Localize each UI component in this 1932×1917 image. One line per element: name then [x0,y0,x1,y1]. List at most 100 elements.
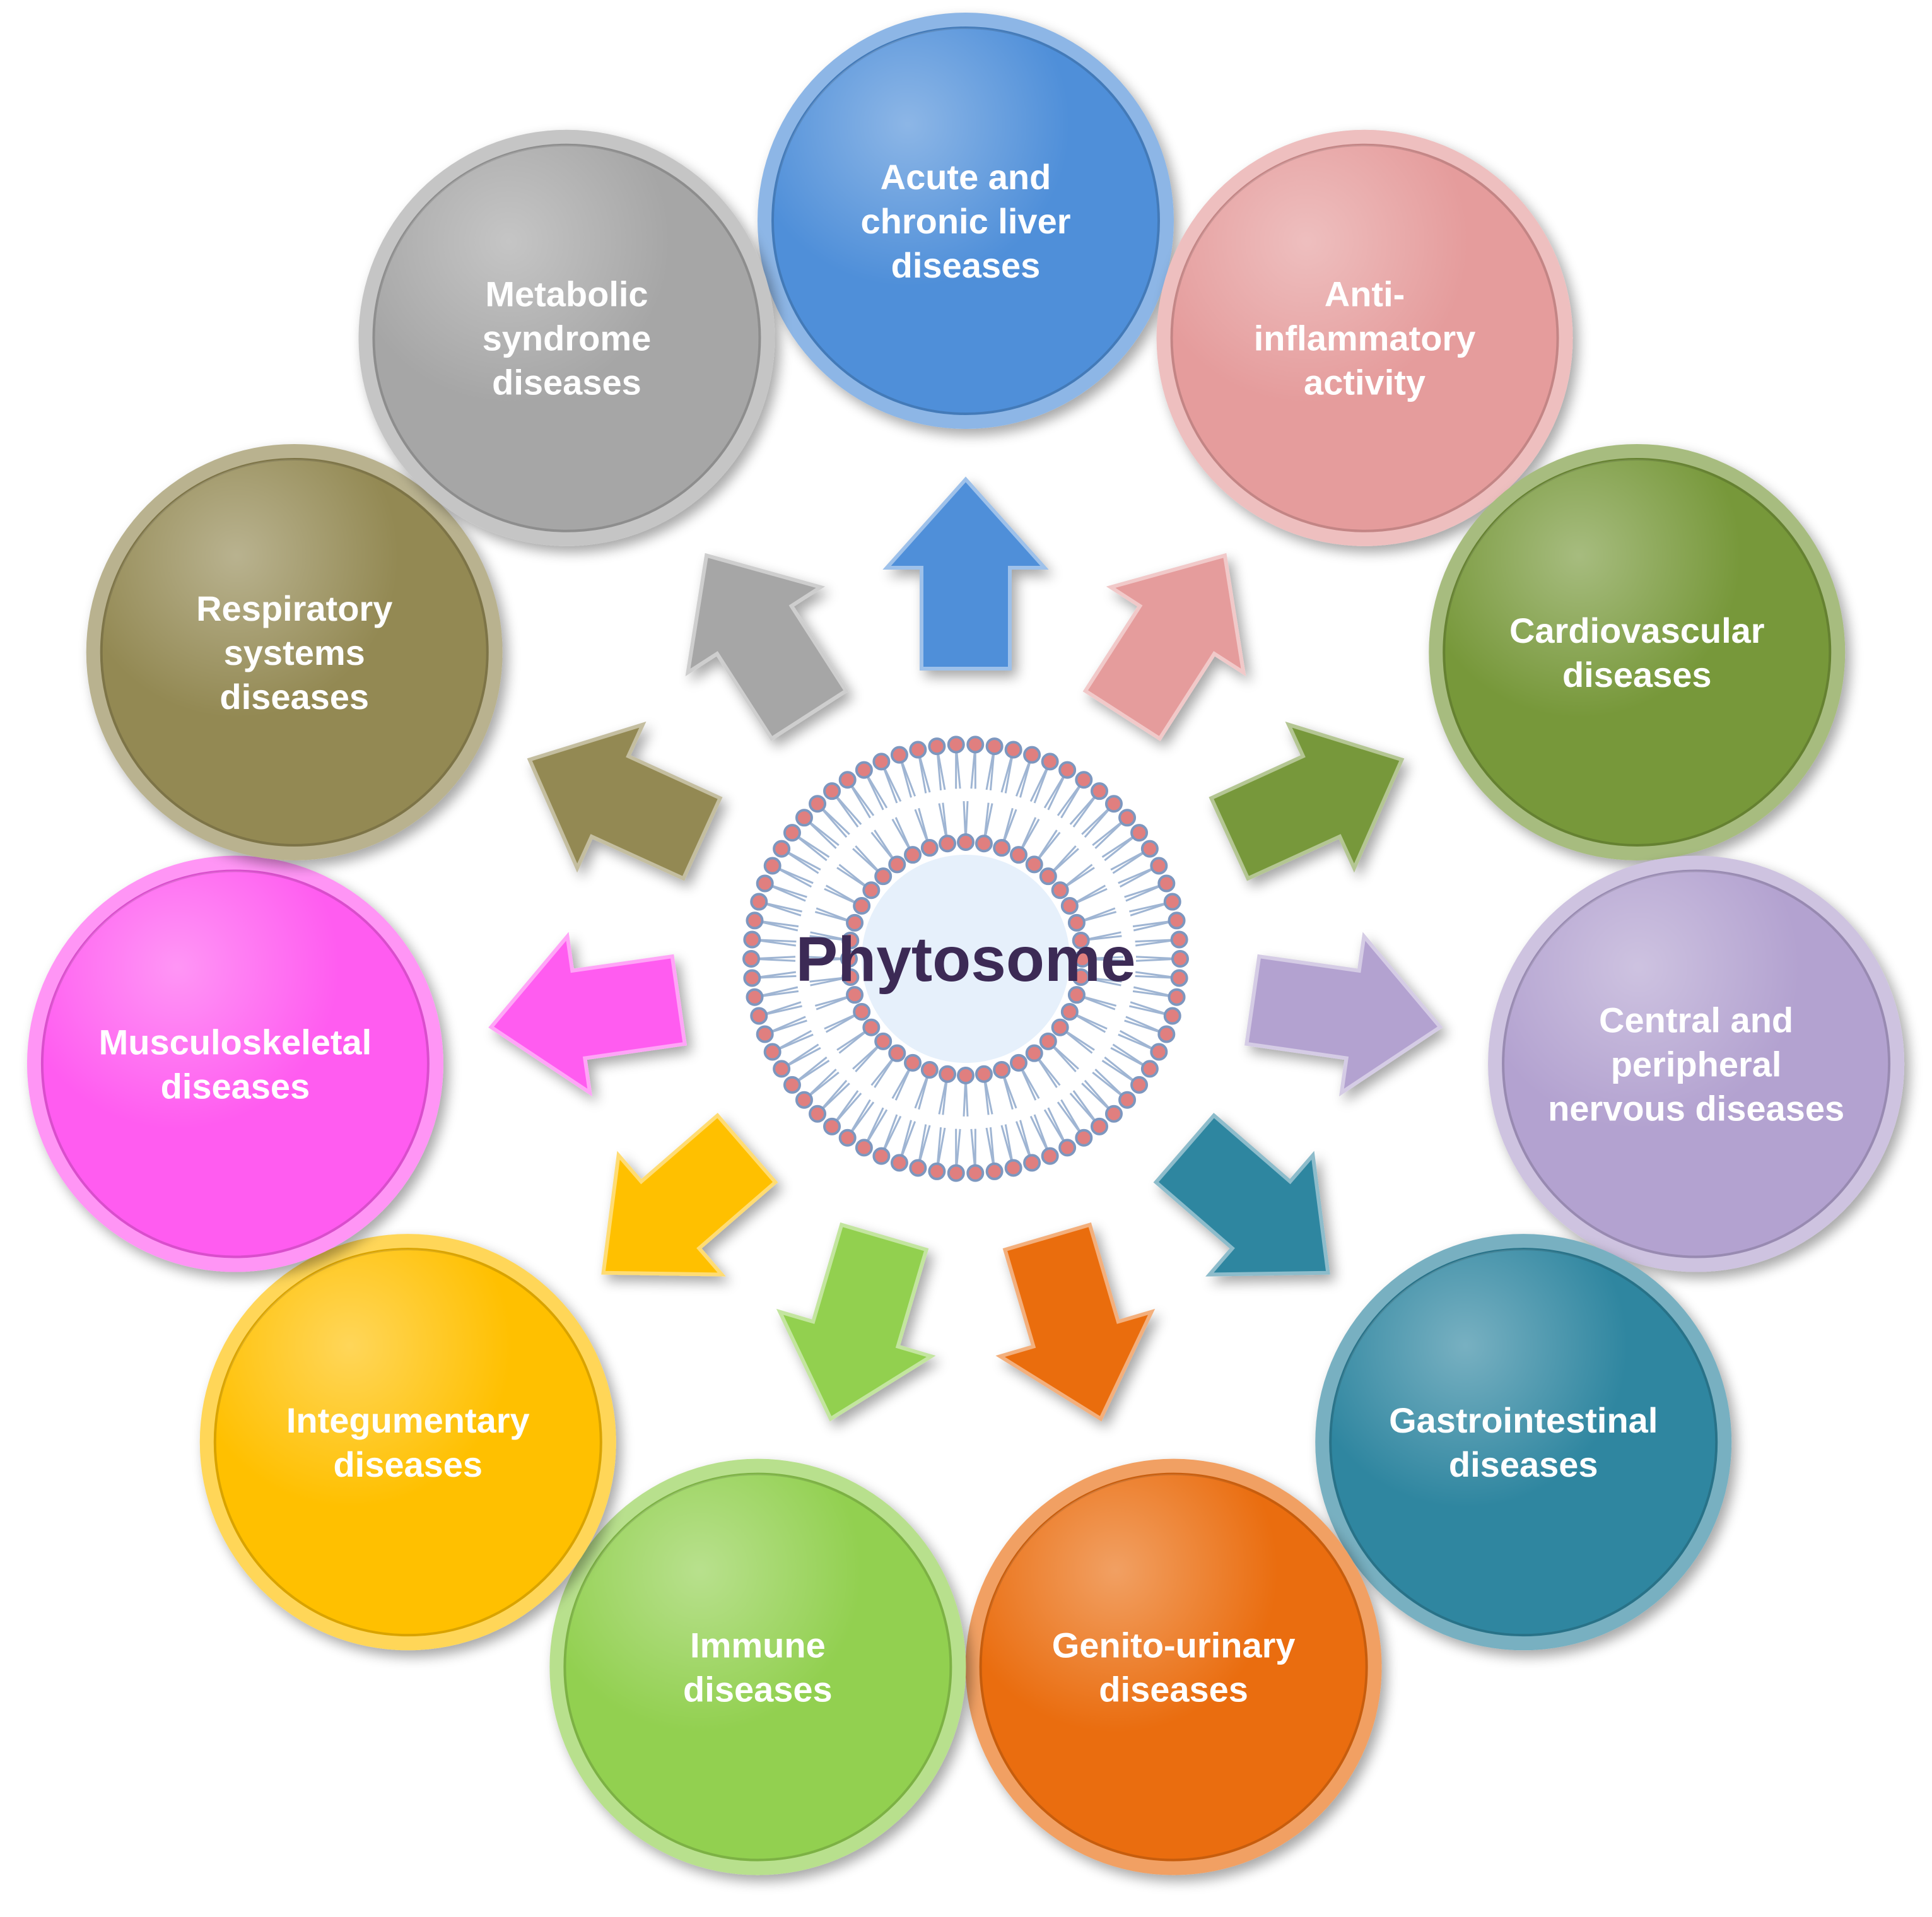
phytosome-membrane [742,736,1189,1182]
lipid-head [1060,1002,1079,1021]
lipid-head [947,1164,965,1182]
node-shine [214,1249,601,1636]
lipid-head [823,782,841,800]
node-label-line: Respiratory [196,589,392,628]
node-shine [1444,459,1830,845]
lipid-head [1104,1105,1123,1123]
lipid-head [957,833,975,851]
node-label-line: chronic liver [860,201,1070,241]
lipid-head [1009,846,1027,864]
node-label-line: systems [224,633,365,672]
lipid-head [1130,824,1149,842]
lipid-head [1140,840,1159,858]
lipid-head [1060,897,1079,915]
lipid-head [874,867,893,886]
lipid-head [1025,855,1043,874]
lipid-head [1009,1053,1027,1072]
lipid-head [743,930,761,949]
lipid-head [1058,1139,1077,1157]
lipid-head [1163,1007,1181,1025]
lipid-head [846,986,864,1004]
arrow-anti-inflammatory [1082,553,1246,742]
arrow-gastrointestinal [1153,1113,1330,1277]
lipid-head [1157,1025,1176,1043]
lipid-head [1170,930,1188,949]
node-label-line: Genito-urinary [1052,1626,1296,1665]
lipid-head [985,737,1004,756]
lipid-head [795,1091,813,1109]
lipid-head [862,881,881,900]
lipid-head [890,746,908,764]
node-label-line: diseases [333,1445,483,1484]
center-label: Phytosome [795,924,1135,995]
lipid-head [1025,1044,1043,1062]
lipid-head [841,968,860,986]
node-shine [101,459,488,845]
lipid-head [872,1147,891,1165]
node-label-line: Gastrointestinal [1389,1400,1658,1440]
lipid-head [763,857,782,875]
node-label-line: Metabolic [485,274,648,314]
lipid-head [1075,771,1093,789]
lipid-head [993,1060,1011,1079]
lipid-head [1041,1147,1059,1165]
node-shine [773,28,1159,414]
node-shine [980,1474,1367,1860]
node-label-line: Immune [690,1626,826,1665]
lipid-head [1067,913,1086,932]
arrow-metabolic [685,553,849,742]
lipid-head [985,1162,1004,1180]
lipid-head [1118,809,1137,827]
node-label-line: diseases [891,245,1041,285]
lipid-head [920,1060,939,1079]
lipid-head [1074,950,1091,968]
node-label-line: inflammatory [1254,319,1476,358]
lipid-head [743,969,761,987]
lipid-head [1168,912,1186,930]
lipid-head [846,913,864,932]
lipid-head [840,950,858,968]
node-shine [1171,144,1558,531]
arrows-layer [488,476,1443,1422]
node-label-line: diseases [492,363,641,402]
lipid-head [838,771,857,789]
lipid-head [1171,950,1189,968]
lipid-head [1150,1043,1168,1061]
node-label-line: activity [1304,363,1426,402]
lipid-head [742,950,760,968]
node-shine [1330,1249,1717,1636]
lipid-head [853,1002,871,1021]
lipid-head [809,1105,827,1123]
phytosome-center: Phytosome [742,736,1189,1182]
lipid-head [783,1076,801,1094]
lipid-head [756,874,774,893]
lipid-head [750,893,768,911]
lipid-head [1072,968,1090,986]
lipid-head [909,1159,927,1177]
lipid-head [862,1018,881,1036]
lipid-head [1104,795,1123,813]
lipid-head [928,1162,946,1180]
lipid-head [855,1139,873,1157]
lipid-head [975,835,993,853]
lipid-head [1090,1117,1108,1135]
lipid-head [1004,1159,1022,1177]
node-label-line: diseases [161,1067,310,1106]
node-shine [565,1474,951,1860]
lipid-head [823,1117,841,1135]
node-label-line: nervous diseases [1548,1089,1844,1129]
lipid-head [1058,761,1077,779]
lipid-head [939,1065,957,1083]
lipid-head [1163,893,1181,911]
node-label-line: diseases [1099,1670,1248,1709]
lipid-head [841,932,860,950]
lipid-head [773,1060,791,1078]
lipid-head [853,897,871,915]
lipid-head [1004,741,1022,759]
lipid-head [763,1043,782,1061]
